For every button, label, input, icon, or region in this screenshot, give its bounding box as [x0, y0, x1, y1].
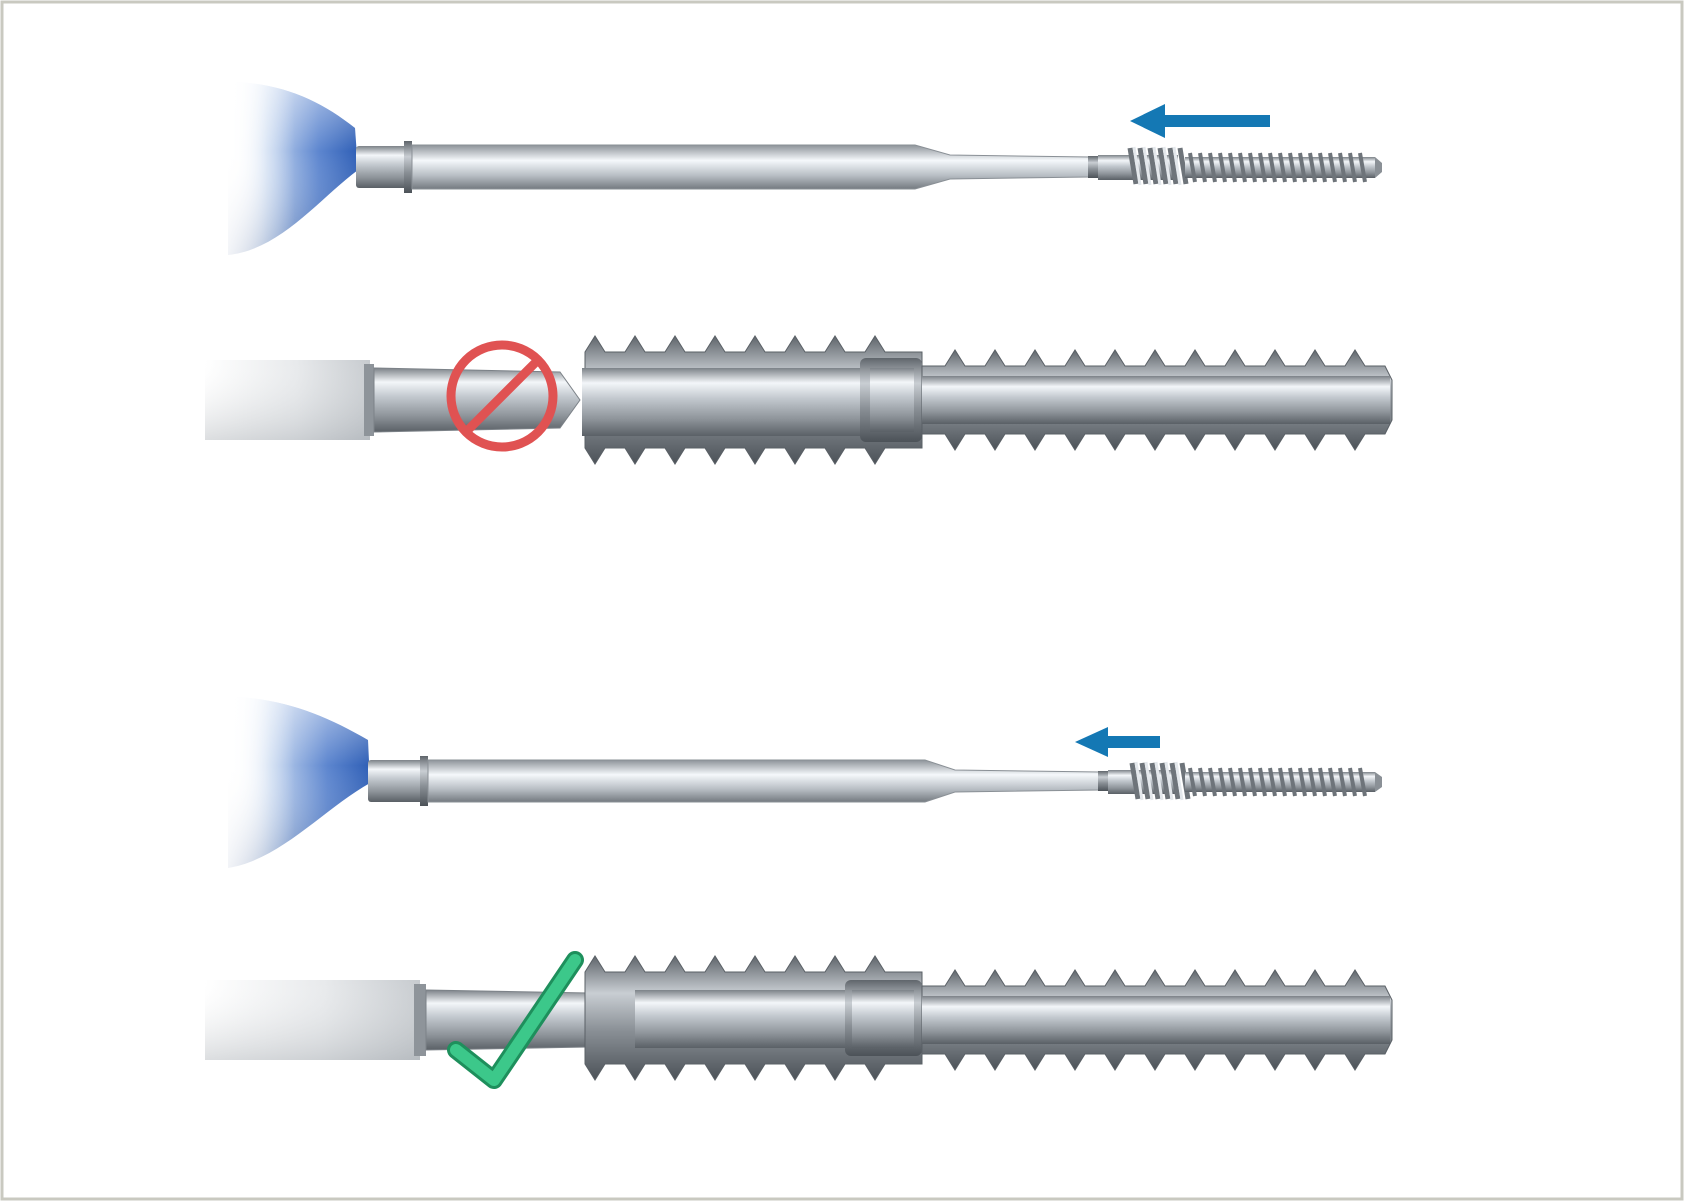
large-screw-incorrect — [582, 335, 1393, 465]
insertion-arrow-bottom — [1075, 727, 1160, 757]
driver-assembly-top — [215, 78, 1382, 260]
prohibited-icon — [446, 340, 558, 452]
driver-handle-bottom — [215, 692, 370, 874]
driver-shaft-top — [356, 141, 1098, 193]
insertion-arrow-top — [1130, 104, 1270, 138]
checkmark-icon — [447, 951, 584, 1089]
assembly-incorrect — [205, 335, 1393, 465]
small-screw-top — [1098, 146, 1382, 186]
driver-handle-top — [215, 78, 358, 260]
driver-shaft-bottom — [368, 756, 1108, 806]
driver-assembly-bottom — [215, 692, 1382, 874]
assembly-correct — [205, 951, 1393, 1089]
large-screw-correct — [584, 955, 1393, 1081]
small-screw-bottom — [1108, 761, 1382, 801]
